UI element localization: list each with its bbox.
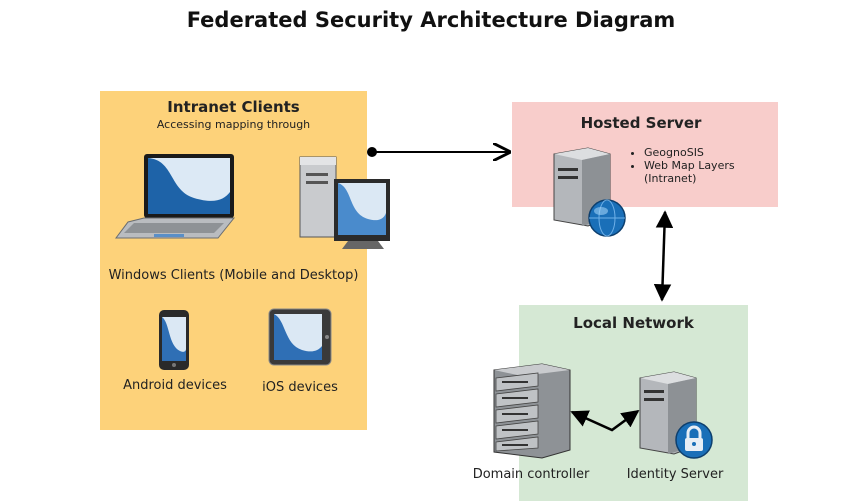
intranet-clients-title: Intranet Clients: [167, 98, 300, 116]
hosted-item-web-map-layers: Web Map Layers (Intranet): [644, 159, 774, 185]
intranet-clients-subtitle: Accessing mapping through: [156, 118, 311, 131]
desktop-computer-icon: [299, 156, 390, 249]
local-network-title: Local Network: [573, 314, 694, 332]
edge-hosted-to-local: [653, 210, 674, 302]
globe-icon: [588, 199, 626, 237]
intranet-clients-box: [100, 91, 367, 430]
android-phone-icon: [159, 310, 189, 370]
ios-tablet-icon: [268, 308, 332, 366]
android-devices-label: Android devices: [123, 378, 227, 393]
diagram-title: Federated Security Architecture Diagram: [186, 8, 676, 32]
identity-server-label: Identity Server: [626, 467, 724, 482]
edge-domain-to-identity: [570, 409, 640, 432]
hosted-item-geognosis: GeognoSIS: [644, 146, 774, 159]
hosted-server-items: GeognoSIS Web Map Layers (Intranet): [630, 146, 774, 185]
hosted-server-title: Hosted Server: [580, 114, 702, 132]
edge-intranet-to-hosted: [367, 147, 509, 157]
windows-clients-label: Windows Clients (Mobile and Desktop): [108, 268, 359, 283]
rack-server-icon: [493, 363, 571, 459]
laptop-icon: [115, 154, 236, 239]
domain-controller-label: Domain controller: [472, 467, 590, 482]
ios-devices-label: iOS devices: [262, 380, 338, 395]
lock-icon: [675, 421, 713, 459]
